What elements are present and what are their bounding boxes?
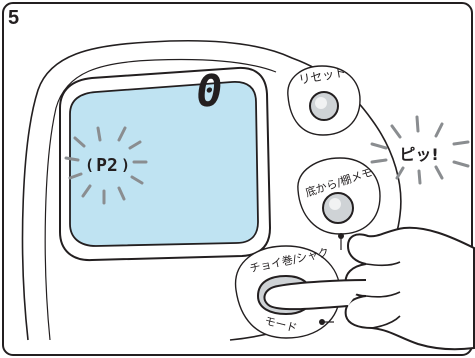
device-inner-outline xyxy=(44,58,277,341)
lcd-program-indicator: P2 xyxy=(96,155,118,176)
beep-text: ピッ! xyxy=(399,145,438,164)
lcd-screen xyxy=(69,81,259,247)
reset-button-highlight xyxy=(315,97,327,109)
lcd-paren-left: ( xyxy=(85,156,94,174)
lcd-paren-right: ) xyxy=(121,156,130,174)
program-flash-rays xyxy=(64,126,148,205)
hand-icon xyxy=(263,226,475,351)
beep-rays xyxy=(370,115,470,185)
bottom-memo-button-highlight xyxy=(329,198,341,210)
step-number: 5 xyxy=(8,7,19,29)
